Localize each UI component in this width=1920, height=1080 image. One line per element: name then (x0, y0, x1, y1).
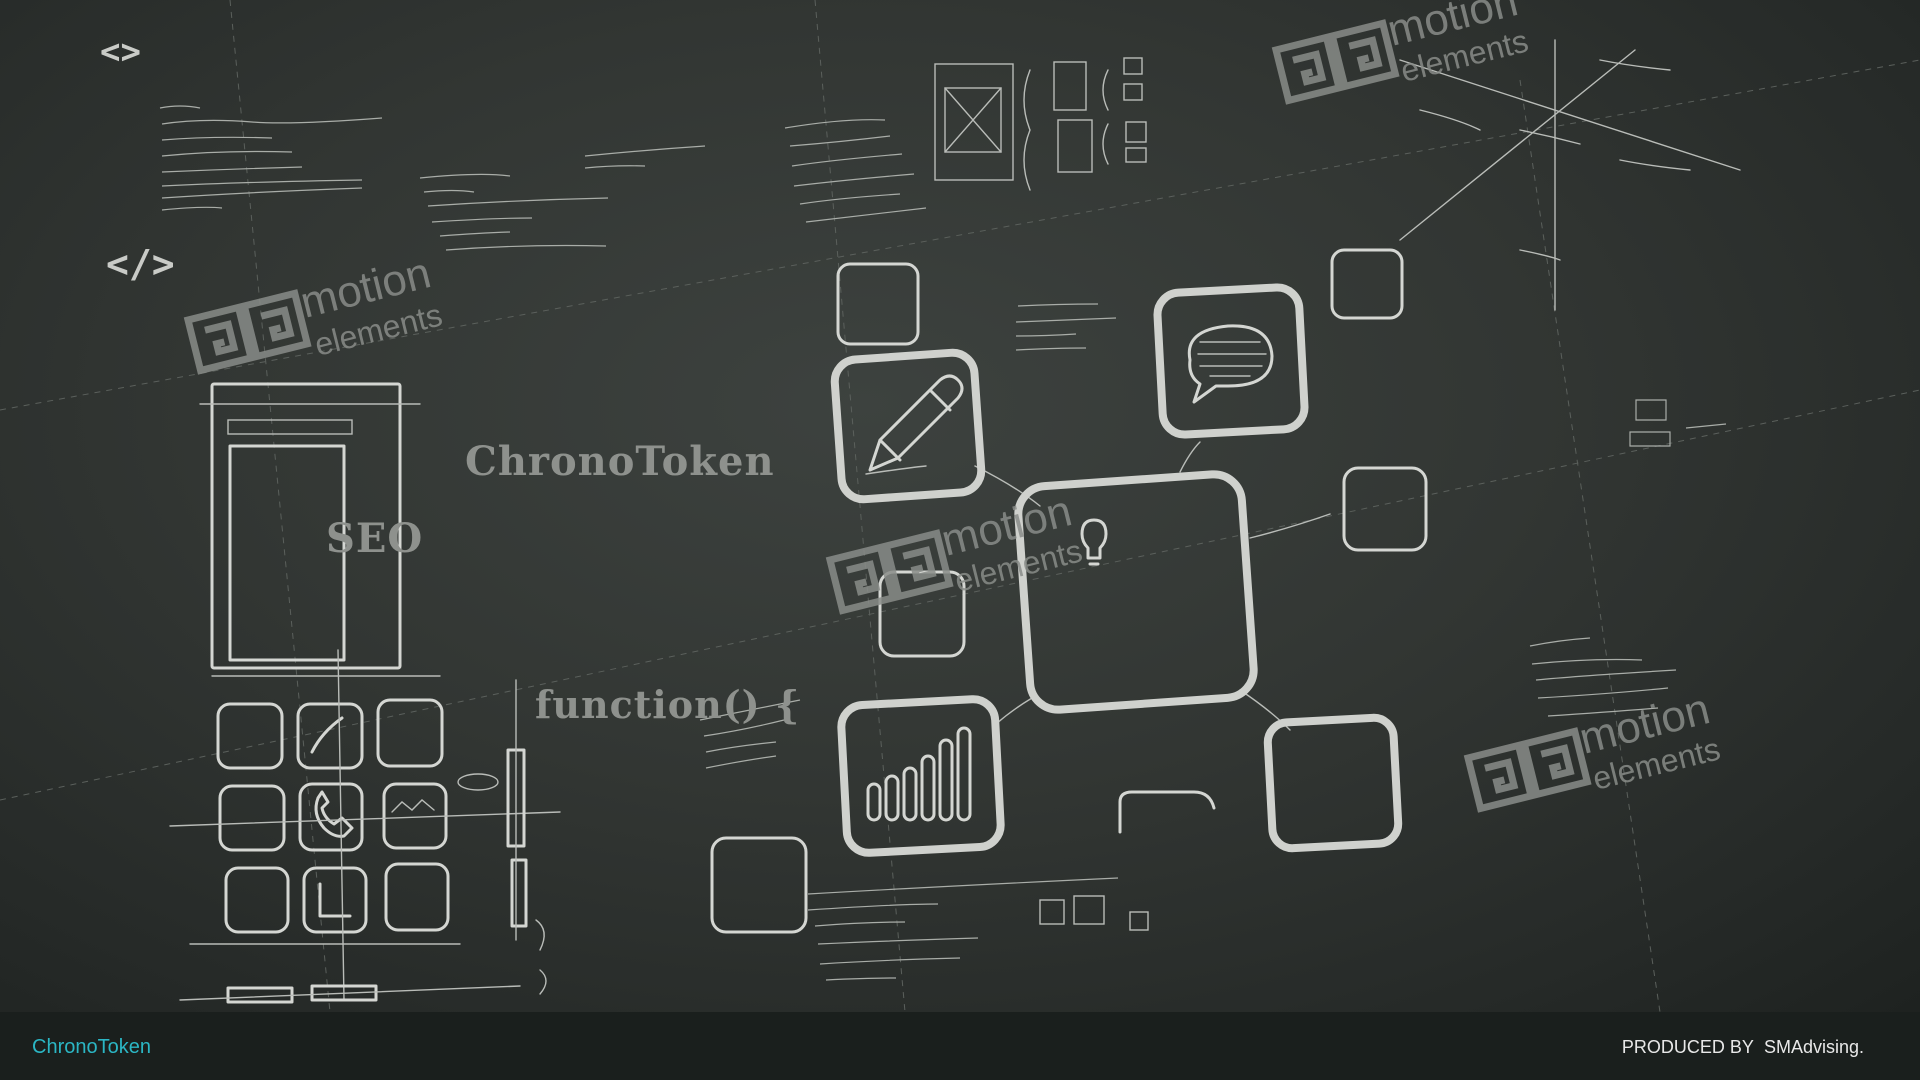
bar-chart-app-box (837, 695, 1005, 857)
pencil-icon (868, 374, 964, 472)
code-notes-scribble (159, 105, 1727, 981)
watermark-text: motion elements motion elements motion e… (296, 0, 1724, 797)
function-label: function() { (535, 682, 801, 727)
footer-bar (0, 1012, 1920, 1080)
open-code-tag: <> (100, 32, 141, 72)
phone-icon (314, 790, 354, 838)
guide-lines (0, 0, 1920, 1012)
watermark-logo-marks (183, 19, 1592, 813)
chronotoken-headline: ChronoToken (465, 438, 775, 485)
produced-by-label: PRODUCED BY (1621, 1037, 1754, 1057)
speech-bubble-app-box (1153, 283, 1309, 439)
chalkboard-background: motion elements motion elements motion e… (0, 0, 1920, 1012)
wireframe-sketches (934, 57, 1147, 191)
seo-label: SEO (326, 515, 424, 562)
close-code-tag: </> (106, 242, 175, 286)
lightbulb-icon (1080, 518, 1108, 566)
footer-credit: PRODUCED BY SMAdvising. (1622, 1037, 1864, 1058)
empty-app-boxes (710, 248, 1428, 934)
speech-bubble-icon (1187, 324, 1274, 404)
footer-brand: ChronoToken (32, 1036, 151, 1058)
chalk-sketch-layer: motion elements motion elements motion e… (0, 0, 1920, 1012)
bar-chart-icon (866, 726, 972, 822)
producer-name: SMAdvising. (1763, 1037, 1864, 1057)
axis-sketch (1399, 39, 1741, 311)
pencil-app-box (830, 348, 986, 504)
hub-box (1014, 470, 1258, 714)
phone-wireframe (169, 382, 561, 1004)
